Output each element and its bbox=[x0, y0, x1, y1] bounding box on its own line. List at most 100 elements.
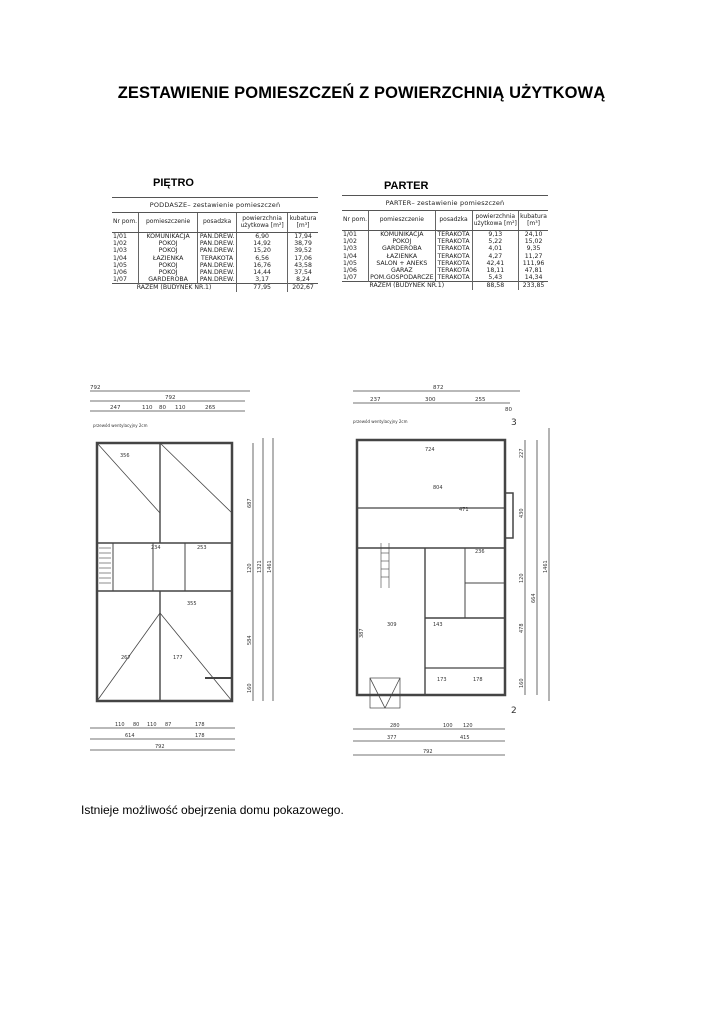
table-cell: 39,52 bbox=[287, 247, 318, 255]
dim-label: 1461 bbox=[267, 560, 273, 573]
table-cell: GARDEROBA bbox=[138, 276, 198, 284]
dim-label: 80 bbox=[159, 405, 166, 411]
table-cell: KOMUNIKACJA bbox=[138, 232, 198, 241]
table-cell: 1/07 bbox=[343, 274, 357, 282]
room-table-body: Nr pom. pomieszczenie posadzka powierzch… bbox=[342, 211, 548, 290]
table-cell: 6,90 bbox=[236, 232, 288, 241]
room-table-pietro: PODDASZE– zestawienie pomieszczeń Nr pom… bbox=[112, 197, 318, 292]
table-cell: 9,13 bbox=[471, 230, 519, 239]
table-cell: 111,96 bbox=[518, 259, 548, 268]
header-cell: Nr pom. bbox=[112, 213, 139, 233]
table-header-row: Nr pom. pomieszczenie posadzka powierzch… bbox=[342, 211, 548, 231]
dim-label: 110 bbox=[142, 405, 153, 411]
dim-label: 792 bbox=[165, 395, 176, 401]
table-cell: 42,41 bbox=[471, 259, 519, 268]
dim-label: 804 bbox=[433, 485, 443, 491]
footnote: Istnieje możliwość obejrzenia domu pokaz… bbox=[81, 803, 344, 817]
dim-label: 110 bbox=[147, 722, 157, 728]
dim-label: 160 bbox=[519, 678, 525, 688]
table-cell: 1/02 bbox=[343, 238, 357, 246]
section-marker: 2 bbox=[511, 706, 517, 716]
dim-label: 415 bbox=[460, 735, 470, 741]
table-cell: SALON + ANEKS bbox=[368, 259, 436, 268]
table-cell: 1/04 bbox=[343, 252, 357, 260]
dim-label: 255 bbox=[475, 397, 486, 403]
dim-label: 792 bbox=[90, 385, 101, 391]
table-cell: TERAKOTA bbox=[434, 252, 472, 260]
table-cell: GARAŻ bbox=[368, 267, 436, 275]
dim-label: 430 bbox=[519, 508, 525, 518]
table-label-parter: PARTER bbox=[384, 180, 429, 192]
dim-label: 87 bbox=[165, 722, 171, 728]
table-cell: 1/07 bbox=[113, 276, 127, 284]
table-cell: 43,58 bbox=[287, 261, 318, 270]
dim-label: 120 bbox=[463, 723, 473, 729]
dim-label: 80 bbox=[133, 722, 139, 728]
total-label: RAZEM (BUDYNEK NR.1) bbox=[112, 283, 237, 292]
dim-label: 177 bbox=[173, 655, 183, 661]
table-cell: TERAKOTA bbox=[434, 267, 472, 275]
table-cell: 8,24 bbox=[287, 276, 318, 284]
total-volume: 233,85 bbox=[518, 281, 548, 290]
table-cell: 1/05 bbox=[343, 259, 357, 267]
header-cell: posadzka bbox=[434, 211, 472, 231]
table-cell: PAN.DREW. bbox=[197, 269, 237, 277]
dim-label: 160 bbox=[247, 683, 253, 693]
table-cell: 15,02 bbox=[518, 238, 548, 246]
dim-label: 110 bbox=[115, 722, 125, 728]
table-cell: 1/05 bbox=[113, 261, 127, 269]
total-volume: 202,67 bbox=[287, 283, 318, 292]
table-cell: POKÓJ bbox=[138, 261, 198, 270]
table-cell: PAN.DREW. bbox=[197, 276, 237, 284]
dim-label: 280 bbox=[390, 723, 400, 729]
dim-label: 872 bbox=[433, 385, 444, 391]
table-cell: POM.GOSPODARCZE bbox=[368, 274, 436, 282]
table-cell: 1/02 bbox=[113, 240, 127, 248]
table-cell: 16,76 bbox=[236, 261, 288, 270]
dim-label: 227 bbox=[519, 448, 525, 458]
table-cell: TERAKOTA bbox=[434, 274, 472, 282]
table-cell: POKÓJ bbox=[368, 238, 436, 246]
dim-label: 584 bbox=[247, 635, 253, 645]
table-cell: PAN.DREW. bbox=[197, 240, 237, 248]
table-cell: 11,27 bbox=[518, 252, 548, 260]
table-cell: TERAKOTA bbox=[434, 245, 472, 253]
dim-label: 178 bbox=[195, 733, 205, 739]
table-cell: PAN.DREW. bbox=[197, 232, 237, 241]
total-label: RAZEM (BUDYNEK NR.1) bbox=[342, 281, 472, 290]
table-cell: 9,35 bbox=[518, 245, 548, 253]
dim-label: 178 bbox=[195, 722, 205, 728]
table-cell: 37,54 bbox=[287, 269, 318, 277]
header-cell: Nr pom. bbox=[342, 211, 369, 231]
table-cell: ŁAZIENKA bbox=[138, 254, 198, 262]
table-cell: 4,27 bbox=[471, 252, 519, 260]
table-cell: 1/06 bbox=[343, 267, 357, 275]
dim-label: 110 bbox=[175, 405, 186, 411]
header-cell: kubatura [m³] bbox=[518, 211, 548, 231]
dim-label: 265 bbox=[205, 405, 216, 411]
table-cell: TERAKOTA bbox=[434, 230, 472, 239]
dim-label: 377 bbox=[387, 735, 397, 741]
table-cell: 17,06 bbox=[287, 254, 318, 262]
dim-label: 300 bbox=[425, 397, 436, 403]
dim-label: 309 bbox=[387, 622, 397, 628]
document-title: ZESTAWIENIE POMIESZCZEŃ Z POWIERZCHNIĄ U… bbox=[117, 84, 606, 102]
table-cell: 1/01 bbox=[343, 231, 357, 238]
table-total-row: RAZEM (BUDYNEK NR.1) 77,95 202,67 bbox=[112, 283, 318, 292]
table-total-row: RAZEM (BUDYNEK NR.1) 88,58 233,85 bbox=[342, 281, 548, 290]
header-cell: kubatura [m³] bbox=[287, 213, 318, 233]
table-cell: PAN.DREW. bbox=[197, 261, 237, 270]
table-cell: POKÓJ bbox=[138, 240, 198, 248]
table-header-row: Nr pom. pomieszczenie posadzka powierzch… bbox=[112, 213, 318, 233]
dim-label: 356 bbox=[120, 453, 130, 459]
total-area: 77,95 bbox=[236, 283, 288, 292]
dim-label: 80 bbox=[505, 407, 512, 413]
header-cell: pomieszczenie bbox=[368, 211, 436, 231]
dim-label: 355 bbox=[187, 601, 197, 607]
